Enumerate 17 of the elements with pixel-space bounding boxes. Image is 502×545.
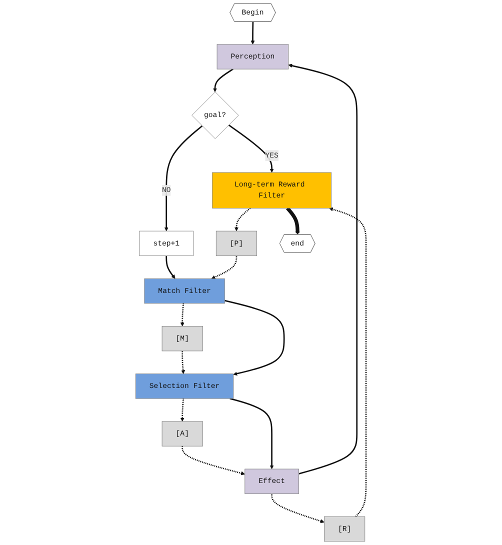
- arrow: [180, 398, 185, 422]
- arrow: [234, 208, 251, 232]
- arrow: [329, 207, 367, 518]
- arrow: [164, 125, 203, 232]
- arrow: [181, 350, 186, 374]
- arrow: [182, 446, 246, 476]
- arrow: [211, 256, 238, 279]
- arrow: [228, 124, 274, 173]
- arrow: [230, 398, 274, 470]
- arrow: [286, 207, 300, 235]
- arrow: [271, 494, 325, 524]
- arrow: [288, 64, 358, 475]
- arrow: [180, 303, 185, 326]
- arrow: [213, 68, 234, 92]
- arrow: [250, 22, 255, 45]
- arrow: [224, 300, 285, 376]
- arrow: [166, 256, 176, 279]
